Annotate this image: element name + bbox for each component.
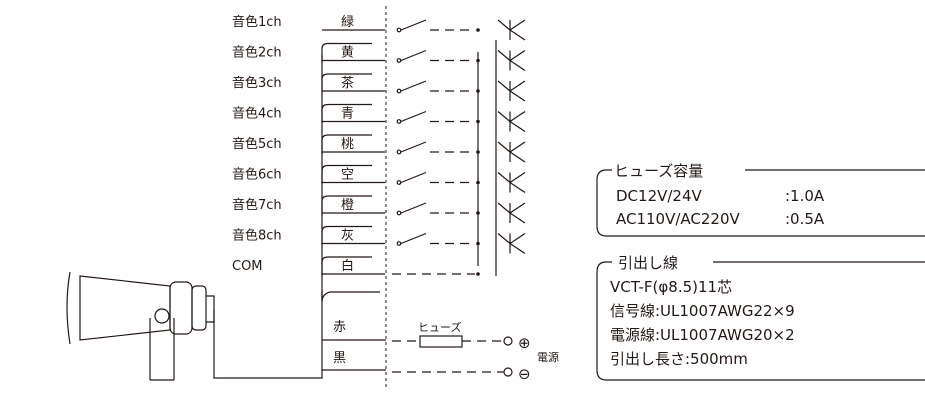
wire-color-label: 青 bbox=[341, 107, 354, 122]
terminal-plus-icon bbox=[503, 336, 513, 346]
switch-contact bbox=[396, 58, 402, 63]
switch-contact bbox=[396, 210, 402, 216]
power-label: 電源 bbox=[537, 350, 559, 364]
fuse-label: ヒューズ bbox=[418, 320, 461, 334]
driver-symbol bbox=[497, 50, 511, 61]
switch-blade bbox=[400, 141, 427, 153]
switch-blade bbox=[400, 19, 427, 31]
channel-label: 音色7ch bbox=[232, 197, 282, 213]
driver-symbol bbox=[509, 19, 526, 41]
channel-label: COM bbox=[232, 259, 263, 274]
plus-symbol: ⊕ bbox=[518, 334, 531, 352]
driver-symbol bbox=[497, 172, 511, 183]
cable-line bbox=[213, 290, 323, 379]
switch-contact bbox=[396, 27, 402, 33]
lead-line-1: VCT-F(φ8.5)11芯 bbox=[610, 278, 732, 296]
switch-blade bbox=[400, 80, 427, 92]
speaker-icon bbox=[66, 271, 215, 381]
switch-blade bbox=[400, 232, 427, 245]
wire-color-label: 茶 bbox=[341, 75, 354, 91]
driver-symbol bbox=[509, 141, 526, 163]
fuse-capacity-box: ヒューズ容量 DC12V/24V :1.0A AC110V/AC220V :0.… bbox=[596, 162, 925, 237]
wire-line bbox=[322, 339, 386, 371]
wire-color-label: 黄 bbox=[341, 46, 354, 61]
driver-symbol bbox=[497, 19, 511, 31]
wire-color-label: 空 bbox=[341, 168, 354, 183]
driver-symbol bbox=[497, 111, 511, 122]
channel-label: 音色6ch bbox=[232, 167, 282, 183]
lead-box-title: 引出し線 bbox=[618, 254, 678, 272]
channel-label: 音色3ch bbox=[232, 75, 282, 91]
power-section: 赤 黒 ヒューズ ⊕ ⊖ 電源 bbox=[333, 320, 559, 383]
driver-symbol bbox=[497, 202, 511, 214]
fuse-box-title: ヒューズ容量 bbox=[614, 162, 703, 180]
wire-black-label: 黒 bbox=[333, 351, 346, 366]
wire-color-label: 緑 bbox=[341, 15, 354, 30]
junction-dot bbox=[476, 28, 480, 32]
driver-symbol bbox=[509, 172, 526, 193]
driver-symbol bbox=[509, 80, 526, 102]
wire-line bbox=[321, 42, 372, 63]
channel-label: 音色4ch bbox=[232, 106, 282, 122]
wire-color-label: 桃 bbox=[341, 137, 354, 152]
switch-contact bbox=[396, 149, 402, 155]
driver-symbol bbox=[497, 233, 511, 244]
driver-symbol bbox=[497, 80, 511, 92]
wire-color-label: 灰 bbox=[341, 229, 354, 244]
switch-blade bbox=[400, 202, 427, 214]
switch-blade bbox=[400, 171, 427, 184]
driver-symbol bbox=[497, 141, 511, 153]
driver-symbol bbox=[509, 233, 526, 254]
terminal-minus-icon bbox=[503, 367, 513, 377]
switch-contact bbox=[396, 88, 402, 94]
fuse-row-2-name: AC110V/AC220V bbox=[616, 210, 741, 228]
fuse-symbol bbox=[419, 335, 463, 348]
lead-line-2: 信号線:UL1007AWG22×9 bbox=[610, 302, 795, 320]
fuse-row-2-value: :0.5A bbox=[785, 210, 825, 228]
channel-label: 音色5ch bbox=[232, 136, 282, 152]
channel-label: 音色1ch bbox=[232, 14, 282, 30]
wire-color-label: 白 bbox=[341, 258, 354, 274]
channel-label: 音色2ch bbox=[232, 45, 282, 61]
lead-wire-box: 引出し線 VCT-F(φ8.5)11芯 信号線:UL1007AWG22×9 電源… bbox=[596, 254, 925, 381]
driver-symbol bbox=[509, 111, 526, 132]
switch-contact bbox=[396, 241, 402, 246]
minus-symbol: ⊖ bbox=[518, 365, 531, 383]
lead-line-4: 引出し長さ:500mm bbox=[610, 350, 748, 368]
junction-dot bbox=[476, 272, 480, 276]
switch-blade bbox=[400, 110, 427, 123]
channel-label: 音色8ch bbox=[232, 228, 282, 244]
wire-bundle bbox=[213, 6, 526, 390]
driver-symbol bbox=[509, 50, 526, 71]
fuse-row-1-name: DC12V/24V bbox=[616, 187, 703, 205]
switch-blade bbox=[400, 49, 427, 62]
fuse-row-1-value: :1.0A bbox=[785, 187, 825, 205]
lead-line-3: 電源線:UL1007AWG20×2 bbox=[610, 326, 795, 344]
switch-contact bbox=[396, 180, 402, 185]
wire-color-label: 橙 bbox=[341, 198, 354, 213]
wire-red-label: 赤 bbox=[333, 320, 346, 335]
switch-contact bbox=[396, 119, 402, 124]
driver-symbol bbox=[509, 202, 526, 224]
